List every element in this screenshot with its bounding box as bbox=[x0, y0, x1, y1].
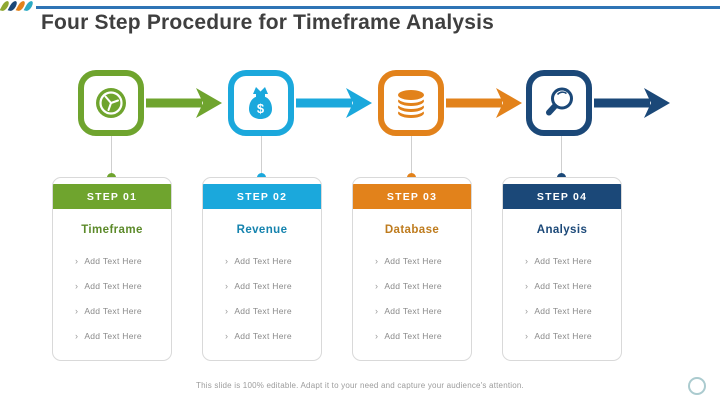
placeholder-label: Add Text Here bbox=[534, 330, 592, 341]
add-text-placeholder[interactable]: › Add Text Here bbox=[53, 248, 171, 273]
step1-title: Timeframe bbox=[81, 224, 143, 236]
step4-connector-line bbox=[561, 136, 562, 174]
logo-swoosh-decoration bbox=[0, 0, 35, 12]
add-text-placeholder[interactable]: › Add Text Here bbox=[503, 323, 621, 348]
chevron-bullet-icon: › bbox=[375, 330, 379, 341]
placeholder-label: Add Text Here bbox=[384, 280, 442, 291]
placeholder-label: Add Text Here bbox=[84, 330, 142, 341]
placeholder-label: Add Text Here bbox=[84, 280, 142, 291]
step1-header-badge: STEP 01 bbox=[53, 184, 171, 209]
chevron-bullet-icon: › bbox=[525, 330, 529, 341]
placeholder-label: Add Text Here bbox=[234, 330, 292, 341]
add-text-placeholder[interactable]: › Add Text Here bbox=[503, 298, 621, 323]
arrow-step4-out-icon bbox=[594, 88, 670, 118]
placeholder-label: Add Text Here bbox=[84, 305, 142, 316]
step3-card: STEP 03 Database › Add Text Here › Add Tex… bbox=[352, 177, 472, 361]
placeholder-label: Add Text Here bbox=[534, 280, 592, 291]
chevron-bullet-icon: › bbox=[525, 255, 529, 266]
add-text-placeholder[interactable]: › Add Text Here bbox=[203, 248, 321, 273]
page-title: Four Step Procedure for Timeframe Analys… bbox=[41, 11, 495, 34]
step1-icon-box bbox=[78, 70, 144, 136]
chevron-bullet-icon: › bbox=[375, 305, 379, 316]
step3-header-badge: STEP 03 bbox=[353, 184, 471, 209]
add-text-placeholder[interactable]: › Add Text Here bbox=[53, 323, 171, 348]
add-text-placeholder[interactable]: › Add Text Here bbox=[503, 248, 621, 273]
step4-list: › Add Text Here › Add Text Here › Add Text … bbox=[503, 248, 621, 348]
add-text-placeholder[interactable]: › Add Text Here bbox=[353, 298, 471, 323]
placeholder-label: Add Text Here bbox=[384, 330, 442, 341]
add-text-placeholder[interactable]: › Add Text Here bbox=[353, 323, 471, 348]
chevron-bullet-icon: › bbox=[75, 280, 79, 291]
placeholder-label: Add Text Here bbox=[534, 305, 592, 316]
clock-icon bbox=[96, 88, 126, 118]
step3-title: Database bbox=[384, 224, 440, 236]
add-text-placeholder[interactable]: › Add Text Here bbox=[53, 273, 171, 298]
step2-header-badge: STEP 02 bbox=[203, 184, 321, 209]
step3-list: › Add Text Here › Add Text Here › Add Text … bbox=[353, 248, 471, 348]
step2-list: › Add Text Here › Add Text Here › Add Text … bbox=[203, 248, 321, 348]
step2-icon-box: $ bbox=[228, 70, 294, 136]
step4-icon-box bbox=[526, 70, 592, 136]
chevron-bullet-icon: › bbox=[375, 255, 379, 266]
ring-decoration-icon bbox=[688, 377, 706, 395]
chevron-bullet-icon: › bbox=[525, 280, 529, 291]
placeholder-label: Add Text Here bbox=[84, 255, 142, 266]
chevron-bullet-icon: › bbox=[75, 305, 79, 316]
step1-card: STEP 01 Timeframe › Add Text Here › Add Te… bbox=[52, 177, 172, 361]
chevron-bullet-icon: › bbox=[225, 330, 229, 341]
editable-note: This slide is 100% editable. Adapt it to… bbox=[196, 381, 524, 390]
add-text-placeholder[interactable]: › Add Text Here bbox=[353, 248, 471, 273]
chevron-bullet-icon: › bbox=[75, 255, 79, 266]
arrow-step1-to-step2-icon bbox=[146, 88, 222, 118]
database-icon bbox=[398, 90, 424, 118]
step4-header-badge: STEP 04 bbox=[503, 184, 621, 209]
step1-list: › Add Text Here › Add Text Here › Add Text … bbox=[53, 248, 171, 348]
chevron-bullet-icon: › bbox=[525, 305, 529, 316]
money-bag-icon: $ bbox=[249, 87, 272, 119]
placeholder-label: Add Text Here bbox=[384, 305, 442, 316]
chevron-bullet-icon: › bbox=[225, 305, 229, 316]
placeholder-label: Add Text Here bbox=[234, 280, 292, 291]
arrow-step3-to-step4-icon bbox=[446, 88, 522, 118]
step4-card: STEP 04 Analysis › Add Text Here › Add Tex… bbox=[502, 177, 622, 361]
chevron-bullet-icon: › bbox=[375, 280, 379, 291]
chevron-bullet-icon: › bbox=[225, 280, 229, 291]
step3-connector-line bbox=[411, 136, 412, 174]
add-text-placeholder[interactable]: › Add Text Here bbox=[503, 273, 621, 298]
step2-card: STEP 02 Revenue › Add Text Here › Add Text… bbox=[202, 177, 322, 361]
add-text-placeholder[interactable]: › Add Text Here bbox=[203, 323, 321, 348]
arrow-step2-to-step3-icon bbox=[296, 88, 372, 118]
add-text-placeholder[interactable]: › Add Text Here bbox=[53, 298, 171, 323]
add-text-placeholder[interactable]: › Add Text Here bbox=[353, 273, 471, 298]
placeholder-label: Add Text Here bbox=[384, 255, 442, 266]
placeholder-label: Add Text Here bbox=[234, 255, 292, 266]
chevron-bullet-icon: › bbox=[225, 255, 229, 266]
add-text-placeholder[interactable]: › Add Text Here bbox=[203, 298, 321, 323]
step2-title: Revenue bbox=[236, 224, 288, 236]
placeholder-label: Add Text Here bbox=[234, 305, 292, 316]
step2-connector-line bbox=[261, 136, 262, 174]
svg-text:$: $ bbox=[257, 101, 265, 116]
step3-icon-box bbox=[378, 70, 444, 136]
step4-title: Analysis bbox=[536, 224, 588, 236]
add-text-placeholder[interactable]: › Add Text Here bbox=[203, 273, 321, 298]
step1-connector-line bbox=[111, 136, 112, 174]
chevron-bullet-icon: › bbox=[75, 330, 79, 341]
placeholder-label: Add Text Here bbox=[534, 255, 592, 266]
top-rule-line bbox=[36, 6, 720, 9]
magnifier-icon bbox=[546, 87, 573, 116]
